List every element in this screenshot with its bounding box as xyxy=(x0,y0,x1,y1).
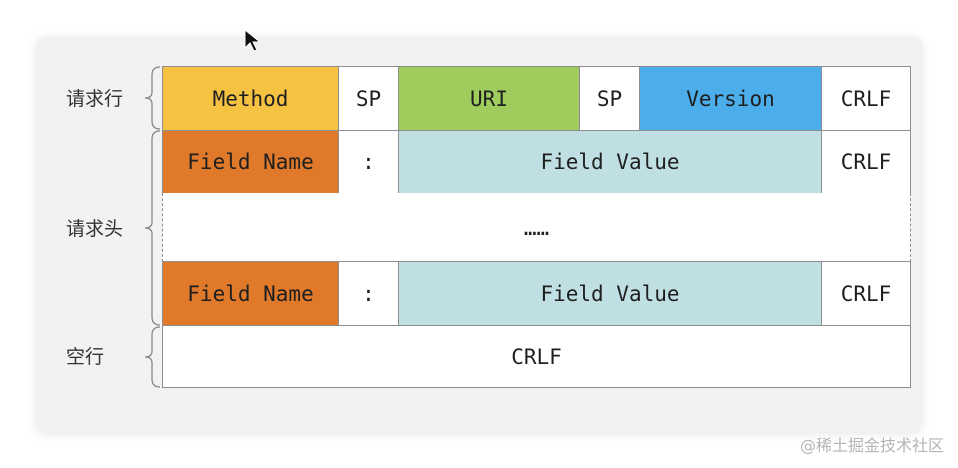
crlf-cell-header-2: CRLF xyxy=(821,261,911,326)
uri-cell: URI xyxy=(398,66,580,131)
label-request-line: 请求行 xyxy=(66,88,124,110)
label-blank-line: 空行 xyxy=(66,346,105,368)
crlf-cell-header-1: CRLF xyxy=(821,130,911,194)
crlf-cell-request-line: CRLF xyxy=(821,66,911,131)
blank-line-crlf-cell: CRLF xyxy=(162,325,911,388)
watermark: @稀土掘金技术社区 xyxy=(799,436,944,455)
colon-cell-2: : xyxy=(338,261,399,326)
brace-blank-line xyxy=(144,326,161,388)
brace-request-header xyxy=(144,130,161,326)
ellipsis-row: …… xyxy=(162,193,911,262)
label-request-header: 请求头 xyxy=(66,218,124,240)
sp-cell-1: SP xyxy=(338,66,399,131)
mouse-cursor-icon xyxy=(244,28,262,52)
colon-cell-1: : xyxy=(338,130,399,194)
version-cell: Version xyxy=(639,66,822,131)
field-value-cell-2: Field Value xyxy=(398,261,822,326)
method-cell: Method xyxy=(162,66,339,131)
field-value-cell-1: Field Value xyxy=(398,130,822,194)
field-name-cell-1: Field Name xyxy=(162,130,339,194)
field-name-cell-2: Field Name xyxy=(162,261,339,326)
sp-cell-2: SP xyxy=(579,66,640,131)
brace-request-line xyxy=(144,66,161,130)
